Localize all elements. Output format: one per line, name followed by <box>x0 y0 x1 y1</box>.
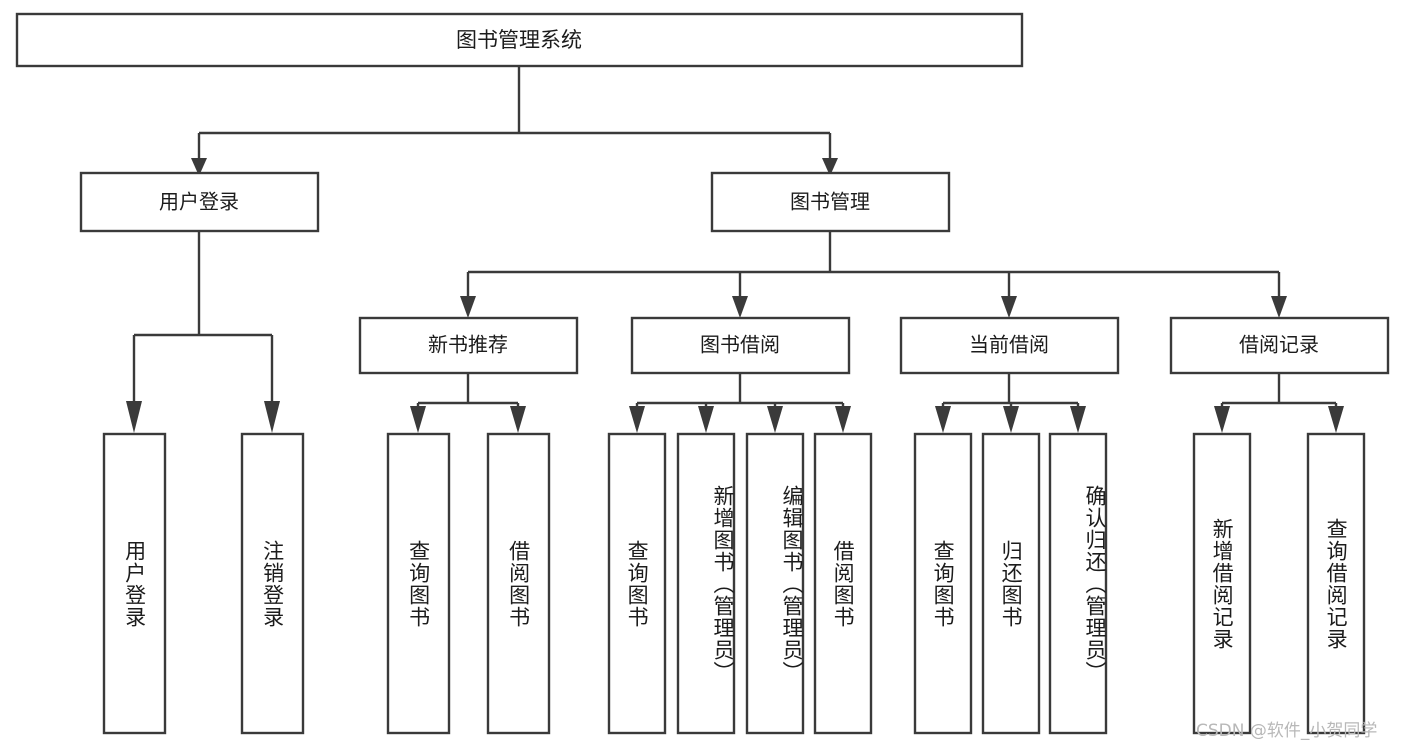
leaf-label-br-query-record: 查询借阅记录 <box>1324 517 1349 650</box>
leaf-label-cb-query-book: 查询图书 <box>931 539 956 628</box>
leaf-label-cb-return-book: 归还图书 <box>999 539 1024 628</box>
node-borrow-record[interactable]: 借阅记录 <box>1169 316 1390 375</box>
csdn-watermark: CSDN @软件_小贺同学 <box>1196 721 1378 741</box>
node-current-borrow-box[interactable] <box>899 316 1120 375</box>
leaf-box-nbr-query-book[interactable] <box>386 432 451 735</box>
node-current-borrow[interactable]: 当前借阅 <box>899 316 1120 375</box>
arrowhead-current-borrow <box>1001 296 1017 318</box>
arrowhead-currentborrow-leaf3 <box>1070 406 1086 433</box>
node-book-management-label: 图书管理 <box>790 190 870 214</box>
arrowhead-bookborrow-leaf1 <box>629 406 645 433</box>
node-root-label: 图书管理系统 <box>456 28 582 52</box>
arrowhead-currentborrow-leaf2 <box>1003 406 1019 433</box>
node-book-management-box[interactable] <box>710 171 951 233</box>
arrowhead-bookborrow-leaf3 <box>767 406 783 433</box>
leaf-label-br-add-record: 新增借阅记录 <box>1210 517 1235 650</box>
leaf-box-br-add-record[interactable] <box>1192 432 1252 735</box>
arrowhead-book-mgmt <box>822 158 838 176</box>
leaf-label-nbr-query-book: 查询图书 <box>406 539 431 628</box>
node-book-management[interactable]: 图书管理 <box>710 171 951 233</box>
leaf-box-nbr-borrow-book[interactable] <box>486 432 551 735</box>
arrowhead-leaf-logout <box>264 401 280 433</box>
arrowhead-borrowrecord-leaf2 <box>1328 406 1344 433</box>
leaf-box-cb-confirm-return[interactable] <box>1048 432 1108 735</box>
node-user-login-box[interactable] <box>79 171 320 233</box>
arrowhead-borrowrecord-leaf1 <box>1214 406 1230 433</box>
node-root[interactable]: 图书管理系统 <box>15 12 1024 68</box>
leaf-box-user-login[interactable] <box>102 432 167 735</box>
node-root-box[interactable] <box>15 12 1024 68</box>
node-new-book-recommend-box[interactable] <box>358 316 579 375</box>
leaf-box-cb-return-book[interactable] <box>981 432 1041 735</box>
arrowhead-leaf-user-login <box>126 401 142 433</box>
connectors <box>126 66 1344 433</box>
leaf-box-bb-edit-book[interactable] <box>745 432 805 735</box>
leaf-box-br-query-record[interactable] <box>1306 432 1366 735</box>
arrowhead-newbook-leaf1 <box>410 406 426 433</box>
node-borrow-record-box[interactable] <box>1169 316 1390 375</box>
leaf-box-logout[interactable] <box>240 432 305 735</box>
arrowhead-new-book-recommend <box>460 296 476 318</box>
leaf-box-bb-query-book[interactable] <box>607 432 667 735</box>
node-user-login[interactable]: 用户登录 <box>79 171 320 233</box>
node-new-book-recommend[interactable]: 新书推荐 <box>358 316 579 375</box>
arrowhead-bookborrow-leaf4 <box>835 406 851 433</box>
arrowhead-currentborrow-leaf1 <box>935 406 951 433</box>
leaf-label-logout: 注销登录 <box>260 539 285 628</box>
leaf-label-bb-add-book: 新增图书（管理员） <box>711 484 735 683</box>
node-book-borrow[interactable]: 图书借阅 <box>630 316 851 375</box>
leaf-label-nbr-borrow-book: 借阅图书 <box>506 539 531 628</box>
leaf-box-bb-add-book[interactable] <box>676 432 736 735</box>
arrowhead-book-borrow <box>732 296 748 318</box>
node-new-book-recommend-label: 新书推荐 <box>428 333 508 357</box>
node-book-borrow-box[interactable] <box>630 316 851 375</box>
node-current-borrow-label: 当前借阅 <box>969 333 1049 357</box>
leaf-label-cb-confirm-return: 确认归还（管理员） <box>1083 484 1107 683</box>
arrowhead-borrow-record <box>1271 296 1287 318</box>
leaf-label-bb-edit-book: 编辑图书（管理员） <box>780 484 804 683</box>
arrowhead-user-login <box>191 158 207 176</box>
leaf-box-bb-borrow-book[interactable] <box>813 432 873 735</box>
leaf-label-user-login: 用户登录 <box>122 539 147 628</box>
node-book-borrow-label: 图书借阅 <box>700 333 780 357</box>
arrowhead-newbook-leaf2 <box>510 406 526 433</box>
node-user-login-label: 用户登录 <box>159 190 239 214</box>
node-borrow-record-label: 借阅记录 <box>1239 333 1319 357</box>
leaf-label-bb-borrow-book: 借阅图书 <box>831 539 856 628</box>
leaf-label-bb-query-book: 查询图书 <box>625 539 650 628</box>
leaf-box-cb-query-book[interactable] <box>913 432 973 735</box>
arrowhead-bookborrow-leaf2 <box>698 406 714 433</box>
